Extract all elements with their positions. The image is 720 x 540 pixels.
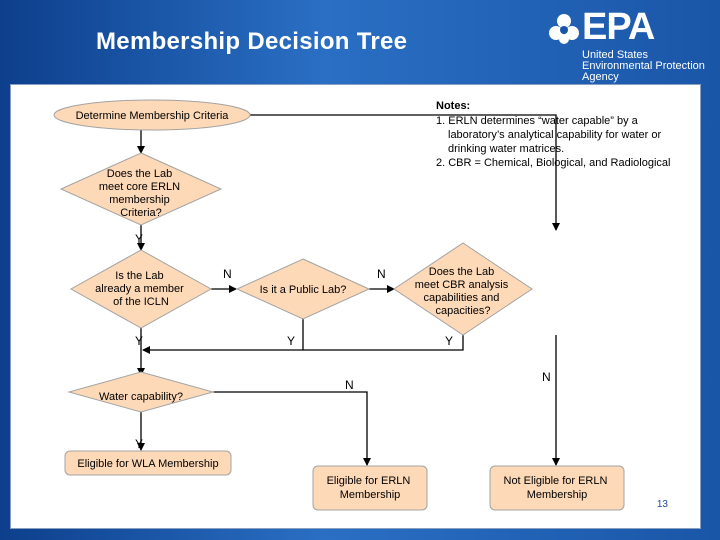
node-label: Does the Lab meet CBR analysis capabilit… bbox=[415, 266, 512, 317]
node-water-capability: Water capability? bbox=[67, 371, 215, 413]
node-icln-member: Is the Lab already a member of the ICLN bbox=[69, 249, 213, 329]
decision-tree-diagram: Determine Membership Criteria Does the L… bbox=[53, 99, 670, 511]
node-label: Eligible for ERLN Membership bbox=[327, 475, 414, 501]
agency-line: Agency bbox=[582, 71, 619, 83]
agency-line: Environmental Protection bbox=[582, 60, 705, 72]
decision-tree-panel: Determine Membership Criteria Does the L… bbox=[10, 84, 701, 529]
node-eligible-erln: Eligible for ERLN Membership bbox=[312, 465, 428, 511]
node-label: Eligible for WLA Membership bbox=[77, 458, 218, 470]
node-label: Water capability? bbox=[99, 391, 183, 403]
edge-label-icln-no: N bbox=[223, 267, 232, 281]
node-cbr-capable: Does the Lab meet CBR analysis capabilit… bbox=[393, 242, 533, 336]
node-eligible-wla: Eligible for WLA Membership bbox=[64, 450, 232, 476]
notes-line: drinking water matrices. bbox=[448, 143, 564, 155]
edge-label-water-yes: Y bbox=[135, 437, 143, 451]
edge-label-icln-yes: Y bbox=[135, 334, 143, 348]
edge-cbr-yes bbox=[303, 335, 464, 351]
node-label: Is the Lab already a member of the ICLN bbox=[95, 270, 187, 308]
node-core-criteria: Does the Lab meet core ERLN membership C… bbox=[59, 152, 223, 226]
notes-line: 1. ERLN determines “water capable” by a bbox=[436, 115, 639, 127]
notes-line: 2. CBR = Chemical, Biological, and Radio… bbox=[436, 157, 670, 169]
node-public-lab: Is it a Public Lab? bbox=[235, 258, 371, 320]
edge-label-core-yes: Y bbox=[135, 232, 143, 246]
edge-label-cbr-no: N bbox=[542, 370, 551, 384]
notes-line: laboratory’s analytical capability for w… bbox=[448, 129, 662, 141]
slide-title: Membership Decision Tree bbox=[96, 28, 408, 55]
node-label: Not Eligible for ERLN Membership bbox=[504, 475, 611, 501]
node-not-eligible-erln: Not Eligible for ERLN Membership bbox=[489, 465, 625, 511]
edge-label-water-no: N bbox=[345, 378, 354, 392]
edge-public-yes bbox=[142, 319, 304, 354]
agency-line: United States bbox=[582, 49, 649, 61]
connectors bbox=[137, 114, 560, 466]
edge-water-no-to-erln bbox=[213, 391, 371, 466]
edge-label-public-yes: Y bbox=[287, 334, 295, 348]
epa-logo-text: EPA bbox=[582, 6, 655, 48]
edge-labels: Y N N Y Y Y N N Y bbox=[135, 232, 551, 451]
edge-label-public-no: N bbox=[377, 267, 386, 281]
node-label: Determine Membership Criteria bbox=[76, 110, 230, 122]
agency-name: United States Environmental Protection A… bbox=[582, 50, 705, 83]
node-label: Is it a Public Lab? bbox=[260, 284, 347, 296]
epa-logo: EPA United States Environmental Protecti… bbox=[548, 6, 713, 83]
node-label: Does the Lab meet core ERLN membership C… bbox=[99, 168, 183, 219]
epa-flower-icon bbox=[549, 14, 579, 44]
notes-heading: Notes: bbox=[436, 100, 470, 112]
node-determine-criteria: Determine Membership Criteria bbox=[53, 99, 251, 131]
edge-determine-to-cbr bbox=[250, 114, 560, 231]
edge-label-cbr-yes: Y bbox=[445, 334, 453, 348]
page-number: 13 bbox=[656, 499, 668, 510]
notes: Notes: 1. ERLN determines “water capable… bbox=[436, 100, 670, 169]
